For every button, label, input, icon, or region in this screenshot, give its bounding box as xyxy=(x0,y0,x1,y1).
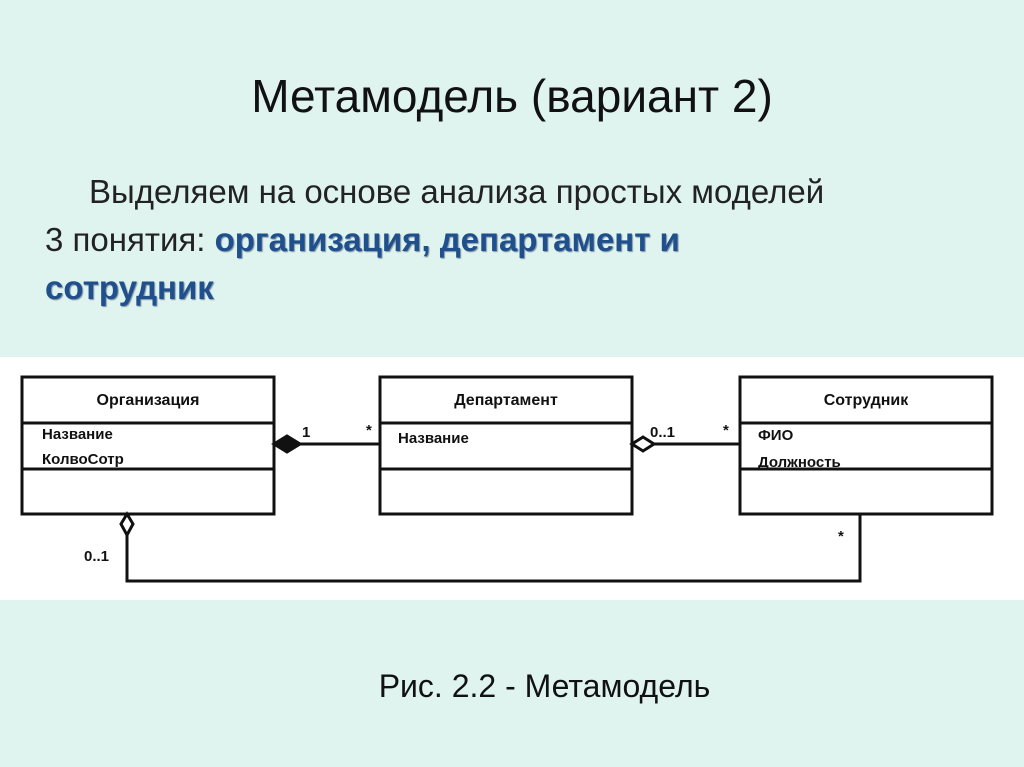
uml-class-diagram: Организация Департамент Сотрудник Назван… xyxy=(20,375,994,583)
figure-caption: Рис. 2.2 - Метамодель xyxy=(378,668,711,704)
multiplicity-org-employee-source: 0..1 xyxy=(84,548,109,565)
department-attribute-name: Название xyxy=(398,430,469,447)
class-employee-name: Сотрудник xyxy=(824,392,909,409)
class-department xyxy=(378,375,634,516)
slide-body-text: Выделяем на основе анализа простых модел… xyxy=(45,168,995,312)
employee-attribute-fullname: ФИО xyxy=(758,427,794,444)
slide-title: Метамодель (вариант 2) xyxy=(251,70,773,122)
class-organization-name: Организация xyxy=(97,392,200,409)
association-org-department xyxy=(271,434,380,454)
org-attribute-name: Название xyxy=(42,426,113,443)
org-attribute-employee-count: КолвоСотр xyxy=(42,451,124,468)
uml-diagram-panel: Организация Департамент Сотрудник Назван… xyxy=(0,357,1024,600)
multiplicity-department-employee-target: * xyxy=(723,422,729,439)
class-organization xyxy=(20,375,276,516)
multiplicity-org-employee-target: * xyxy=(838,528,844,545)
class-employee xyxy=(738,375,994,516)
body-line-2-prefix: 3 понятия: xyxy=(45,221,215,258)
association-department-employee xyxy=(629,435,740,453)
class-department-name: Департамент xyxy=(454,392,558,409)
employee-attribute-position: Должность xyxy=(758,454,841,471)
multiplicity-org-department-source: 1 xyxy=(302,424,310,441)
body-highlight-concepts: организация, департамент и xyxy=(214,221,680,258)
multiplicity-department-employee-source: 0..1 xyxy=(650,424,675,441)
multiplicity-org-department-target: * xyxy=(366,422,372,439)
body-line-1: Выделяем на основе анализа простых модел… xyxy=(89,173,825,210)
association-org-employee xyxy=(119,511,862,583)
body-line-2: 3 понятия: организация, департамент и xyxy=(45,216,995,264)
body-line-3: сотрудник xyxy=(45,264,995,312)
body-highlight-employee: сотрудник xyxy=(45,269,214,306)
